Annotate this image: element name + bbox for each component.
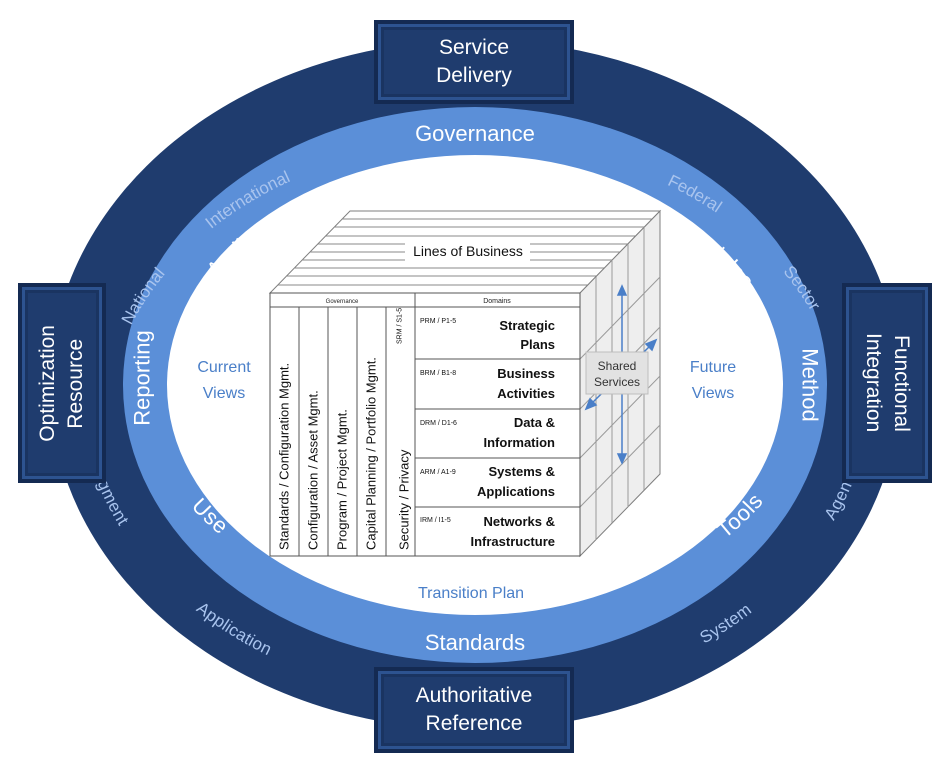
domain-code-irm: IRM / I1-5 <box>420 517 451 524</box>
shared-services-label-2: Services <box>594 375 640 389</box>
resource-optimization-box: Resource Optimization <box>18 283 106 483</box>
lines-of-business-label: Lines of Business <box>413 243 523 259</box>
column-configuration-asset: Configuration / Asset Mgmt. <box>306 390 321 550</box>
column-security-privacy: Security / Privacy <box>397 449 412 550</box>
authoritative-reference-line-2: Reference <box>425 712 523 735</box>
current-views-label: Current <box>197 359 251 376</box>
service-delivery-line-1: Service <box>438 36 509 59</box>
domain-code-drm: DRM / D1-6 <box>420 420 457 427</box>
domain-code-arm: ARM / A1-9 <box>420 469 456 476</box>
authoritative-reference-line-1: Authoritative <box>415 684 533 707</box>
authoritative-reference-box: Authoritative Reference <box>374 667 574 753</box>
architecture-cube <box>268 209 662 558</box>
domain-name-business: Business <box>497 366 555 381</box>
domain-name-systems: Systems & <box>489 464 555 479</box>
domain-name-networks: Networks & <box>483 514 555 529</box>
column-standards-configuration: Standards / Configuration Mgmt. <box>277 363 292 550</box>
functional-integration-line-1: Functional <box>890 334 913 432</box>
future-views-label: Future <box>690 359 736 376</box>
middle-label-method: Method <box>798 348 823 421</box>
middle-label-reporting: Reporting <box>130 330 155 425</box>
future-views-label-2: Views <box>692 385 734 402</box>
domain-name-data: Data & <box>514 415 555 430</box>
domain-name-information: Information <box>484 435 556 450</box>
middle-label-governance: Governance <box>415 121 535 146</box>
domain-name-strategic: Strategic <box>499 318 555 333</box>
shared-services-label: Shared <box>598 359 637 373</box>
middle-label-standards: Standards <box>425 630 525 655</box>
column-capital-planning: Capital Planning / Portfolio Mgmt. <box>364 357 379 550</box>
resource-optimization-line-2: Optimization <box>36 324 59 442</box>
service-delivery-box: Service Delivery <box>374 20 574 104</box>
column-program-project: Program / Project Mgmt. <box>335 409 350 550</box>
cube-governance-header: Governance <box>326 299 359 305</box>
shared-services-box <box>585 351 649 395</box>
cube-front-face <box>269 292 581 557</box>
functional-integration-box: Functional Integration <box>842 283 932 483</box>
resource-optimization-line-1: Resource <box>64 338 87 428</box>
domain-name-plans: Plans <box>520 337 555 352</box>
domain-code-brm: BRM / B1-8 <box>420 370 456 377</box>
cube-domains-header: Domains <box>483 298 511 305</box>
domain-name-applications: Applications <box>477 484 555 499</box>
service-delivery-line-2: Delivery <box>436 64 512 87</box>
domain-code-prm: PRM / P1-5 <box>420 318 456 325</box>
transition-plan-label: Transition Plan <box>418 585 524 602</box>
domain-name-infrastructure: Infrastructure <box>470 534 555 549</box>
functional-integration-line-2: Integration <box>862 333 885 433</box>
srm-code: SRM / S1-5 <box>397 308 404 344</box>
current-views-label-2: Views <box>203 385 245 402</box>
domain-name-activities: Activities <box>497 386 555 401</box>
